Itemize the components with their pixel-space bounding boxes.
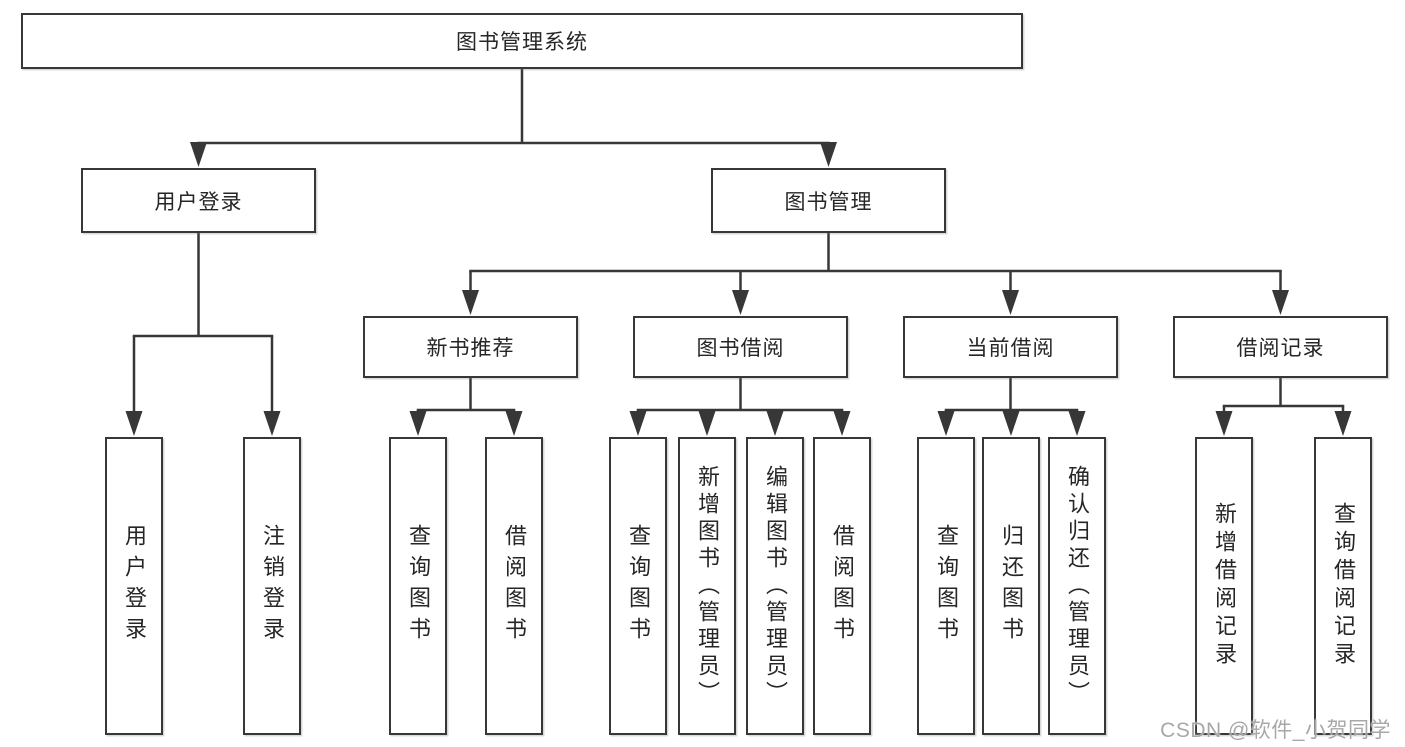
node-rec: 新书推荐 bbox=[363, 316, 578, 378]
arrowhead-icon bbox=[190, 142, 207, 167]
node-label: 图书借阅 bbox=[696, 337, 785, 360]
node-label: 查询图书 bbox=[626, 524, 651, 648]
arrowhead-icon bbox=[462, 290, 479, 315]
node-leaf-cb-confirm: 确认归还（管理员） bbox=[1048, 437, 1106, 735]
node-records: 借阅记录 bbox=[1173, 316, 1388, 378]
arrowhead-icon bbox=[409, 411, 427, 436]
arrowhead-icon bbox=[1272, 290, 1289, 315]
node-label: 借阅图书 bbox=[830, 524, 855, 648]
node-label: 借阅图书 bbox=[502, 524, 527, 648]
node-book-mgmt: 图书管理 bbox=[711, 168, 946, 233]
arrowhead-icon bbox=[1215, 411, 1233, 436]
arrowhead-icon bbox=[820, 142, 837, 167]
node-label: 用户登录 bbox=[154, 190, 243, 214]
node-label: 查询图书 bbox=[934, 524, 959, 648]
node-label: 确认归还（管理员） bbox=[1065, 464, 1090, 708]
arrowhead-icon bbox=[629, 411, 647, 436]
node-label: 查询图书 bbox=[406, 524, 431, 648]
node-leaf-cb-query: 查询图书 bbox=[917, 437, 975, 735]
node-leaf-bb-borrow: 借阅图书 bbox=[813, 437, 871, 735]
node-leaf-bb-add: 新增图书（管理员） bbox=[678, 437, 736, 735]
node-label: 借阅记录 bbox=[1236, 337, 1325, 360]
arrowhead-icon bbox=[1334, 411, 1352, 436]
node-leaf-rec-query: 查询图书 bbox=[389, 437, 447, 735]
watermark: CSDN @软件_小贺同学 bbox=[1160, 719, 1391, 742]
arrowhead-icon bbox=[1002, 290, 1019, 315]
node-leaf-br-query: 查询借阅记录 bbox=[1314, 437, 1372, 735]
node-current: 当前借阅 bbox=[903, 316, 1118, 378]
node-leaf-br-add: 新增借阅记录 bbox=[1195, 437, 1253, 735]
node-leaf-user-login: 用户登录 bbox=[105, 437, 163, 735]
node-leaf-bb-edit: 编辑图书（管理员） bbox=[746, 437, 804, 735]
node-label: 编辑图书（管理员） bbox=[763, 464, 788, 708]
node-label: 归还图书 bbox=[999, 524, 1024, 648]
arrowhead-icon bbox=[1002, 411, 1020, 436]
node-label: 新书推荐 bbox=[426, 337, 515, 360]
node-leaf-rec-borrow: 借阅图书 bbox=[485, 437, 543, 735]
node-borrow: 图书借阅 bbox=[633, 316, 848, 378]
node-label: 新增借阅记录 bbox=[1212, 502, 1237, 670]
arrowhead-icon bbox=[833, 411, 851, 436]
arrowhead-icon bbox=[937, 411, 955, 436]
node-label: 图书管理 bbox=[784, 190, 873, 214]
arrowhead-icon bbox=[505, 411, 523, 436]
arrowhead-icon bbox=[732, 290, 749, 315]
node-label: 注销登录 bbox=[260, 524, 285, 648]
node-user-login: 用户登录 bbox=[81, 168, 316, 233]
node-label: 用户登录 bbox=[122, 524, 147, 648]
node-leaf-bb-query: 查询图书 bbox=[609, 437, 667, 735]
arrowhead-icon bbox=[1068, 411, 1086, 436]
node-leaf-cb-return: 归还图书 bbox=[982, 437, 1040, 735]
arrowhead-icon bbox=[263, 411, 281, 436]
arrowhead-icon bbox=[125, 411, 143, 436]
arrowhead-icon bbox=[766, 411, 784, 436]
node-label: 查询借阅记录 bbox=[1331, 502, 1356, 670]
node-leaf-logout: 注销登录 bbox=[243, 437, 301, 735]
node-label: 新增图书（管理员） bbox=[695, 464, 720, 708]
arrowhead-icon bbox=[698, 411, 716, 436]
node-root: 图书管理系统 bbox=[21, 13, 1023, 69]
node-label: 图书管理系统 bbox=[456, 31, 588, 54]
node-label: 当前借阅 bbox=[966, 337, 1055, 360]
